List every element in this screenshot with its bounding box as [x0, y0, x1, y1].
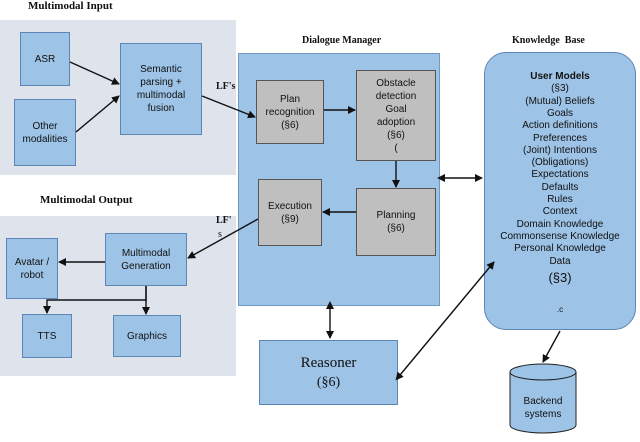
graphics-box: Graphics: [113, 315, 181, 357]
semantic-parsing-box: Semantic parsing + multimodal fusion: [120, 43, 202, 135]
knowledge-base-item: Rules: [547, 194, 573, 205]
knowledge-base-item: Commonsense Knowledge: [500, 230, 620, 242]
knowledge-base-item: Expectations: [531, 169, 589, 181]
avatar-robot-box: Avatar / robot: [6, 238, 58, 299]
tts-box: TTS: [22, 314, 72, 358]
backend-systems-label: Backend systems: [523, 396, 563, 420]
knowledge-base-item: Domain Knowledge: [516, 218, 604, 230]
lf-label-top: LF's: [216, 81, 236, 92]
planning-box: Planning (§6): [356, 188, 436, 256]
knowledge-base-title: Knowledge Base: [512, 35, 585, 46]
reasoner-label: Reasoner: [300, 354, 357, 371]
lf-label-bottom: LF': [216, 215, 232, 226]
knowledge-base-item: (Obligations): [531, 157, 589, 169]
knowledge-base-section-ref: (§3): [548, 269, 572, 285]
knowledge-base-item: Goals: [546, 107, 574, 119]
knowledge-base-item: Action definitions: [522, 120, 598, 132]
knowledge-base-trailing-mark: .c: [556, 304, 564, 314]
knowledge-base-item: Personal Knowledge: [514, 243, 606, 255]
plan-recognition-box: Plan recognition (§6): [256, 80, 324, 144]
multimodal-output-title: Multimodal Output: [40, 194, 133, 206]
knowledge-base-item: Preferences: [533, 132, 587, 144]
knowledge-base-item: Data: [549, 255, 571, 267]
dialogue-manager-title: Dialogue Manager: [302, 35, 382, 46]
kb-backend-arrow: [542, 330, 561, 363]
reasoner-box: Reasoner (§6): [259, 340, 398, 405]
knowledge-base-item: Defaults: [541, 181, 579, 193]
asr-box: ASR: [20, 32, 70, 86]
reasoner-ref: (§6): [316, 374, 341, 390]
knowledge-base-item: (Joint) Intentions: [523, 144, 597, 156]
execution-box: Execution (§9): [258, 179, 322, 246]
multimodal-generation-box: Multimodal Generation: [105, 233, 187, 286]
knowledge-base-item: User Models: [530, 71, 590, 82]
knowledge-base-item: Context: [542, 206, 578, 218]
multimodal-input-title: Multimodal Input: [28, 0, 113, 12]
knowledge-base-item: (Mutual) Beliefs: [525, 95, 595, 107]
knowledge-base-item: (§3): [551, 83, 569, 95]
other-modalities-box: Other modalities: [14, 99, 76, 166]
obstacle-detection-box: Obstacle detection Goal adoption (§6) (: [356, 70, 436, 161]
lf-label-bottom-s: s: [218, 229, 222, 240]
